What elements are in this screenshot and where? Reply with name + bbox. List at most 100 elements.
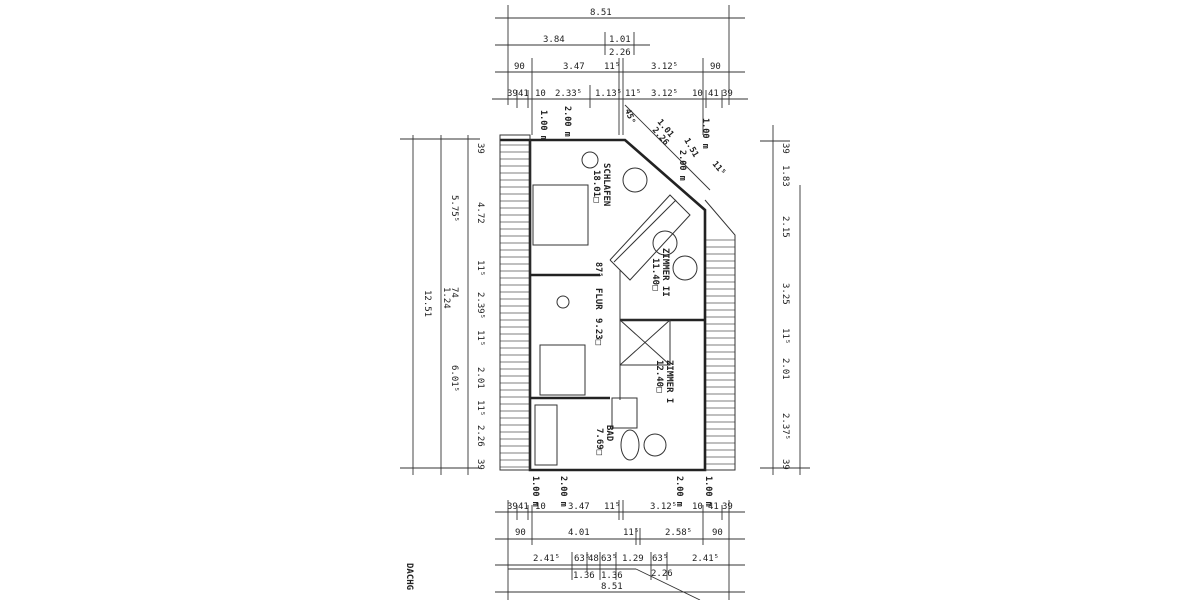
- dim-label: 11⁵: [604, 502, 620, 512]
- room-area: 18.01□: [591, 170, 601, 203]
- dim-label: 39: [722, 89, 733, 99]
- dim-label: 41: [708, 89, 719, 99]
- dim-label: 39: [507, 502, 518, 512]
- dim-label: 39: [780, 459, 790, 470]
- label: 11⁵: [710, 160, 728, 178]
- dim-label: 4.01: [568, 528, 590, 538]
- room-schlafen: SCHLAFEN 18.01□: [591, 163, 611, 206]
- room-bad: BAD 7.69□: [594, 425, 614, 456]
- dim-label: 63⁵: [601, 554, 617, 564]
- dim-label: 39: [507, 89, 518, 99]
- dim-label: 11⁵: [475, 400, 485, 416]
- right-dimension-chains: 39 1.83 2.15 3.25 11⁵ 2.01 2.37⁵ 39: [760, 125, 810, 475]
- label: 1.00 m: [700, 118, 710, 149]
- dim-label: 39: [475, 459, 485, 470]
- room-name: FLUR: [593, 288, 603, 310]
- dim-label: 11⁵: [780, 328, 790, 344]
- dim-label: 12.51: [422, 290, 432, 317]
- dim-label: 39: [475, 143, 485, 154]
- dim-label: 90: [710, 62, 721, 72]
- dim-label: 41: [518, 89, 529, 99]
- dim-label: 11⁵: [623, 528, 639, 538]
- roof-hatching: [500, 144, 735, 468]
- label: 2.00 m: [558, 476, 568, 507]
- room-zimmer-ii: ZIMMER II 11.40□: [650, 248, 670, 297]
- dim-label: 2.39⁵: [475, 292, 485, 319]
- room-name: BAD: [604, 425, 614, 442]
- dim-label: 3.12⁵: [651, 89, 678, 99]
- label: 2.00 m: [674, 476, 684, 507]
- dim-label: 11⁵: [475, 330, 485, 346]
- room-area: 7.69□: [594, 428, 604, 456]
- dim-label: 2.26: [609, 48, 631, 58]
- room-area: 12.40□: [654, 360, 664, 393]
- dim-label: 90: [515, 528, 526, 538]
- bottom-dimension-chains: 39 41 10 3.47 11⁵ 3.12⁵ 10 41 39 90 4.01…: [495, 500, 745, 600]
- dim-label: 1.13⁵: [595, 89, 622, 99]
- dim-label: 2.26: [651, 569, 673, 579]
- label: 1.00 m: [703, 476, 713, 507]
- dim-label: 2.26: [475, 425, 485, 447]
- dim-label: 10: [535, 89, 546, 99]
- dim-label: 39: [780, 143, 790, 154]
- dim-label: 1.83: [780, 165, 790, 187]
- dim-label: 4.72: [475, 202, 485, 224]
- dim-label: 39: [722, 502, 733, 512]
- dim-label: 2.33⁵: [555, 89, 582, 99]
- dim-label: 3.47: [563, 62, 585, 72]
- label: 1.00 m: [530, 476, 540, 507]
- dim-label: 2.37⁵: [780, 413, 790, 440]
- room-flur: FLUR 9.23□: [593, 288, 603, 346]
- dim-label: 90: [514, 62, 525, 72]
- room-name: ZIMMER I: [664, 360, 674, 403]
- dim-label: 48: [588, 554, 599, 564]
- dim-label: 41: [708, 502, 719, 512]
- dim-label: 3.47: [568, 502, 590, 512]
- bottom-annotations: 1.00 m 2.00 m 2.00 m 1.00 m: [530, 476, 713, 507]
- dim-label: 1.29: [622, 554, 644, 564]
- dim-label: 11⁵: [625, 89, 641, 99]
- dim-label: 3.84: [543, 35, 565, 45]
- walls: [499, 134, 736, 472]
- top-dimension-chains: 8.51 3.84 1.01 2.26 90 3.47 11⁵ 3.12⁵ 90…: [492, 5, 748, 135]
- dim-label: 5.75⁵: [449, 195, 459, 222]
- label: 45°: [622, 108, 637, 126]
- dim-label: 63⁵: [652, 554, 668, 564]
- room-area: 11.40□: [650, 258, 660, 291]
- dim-label: 8.51: [590, 8, 612, 18]
- dim-label: 3.25: [780, 283, 790, 305]
- label: 2.00 m: [562, 106, 572, 137]
- room-name: SCHLAFEN: [601, 163, 611, 206]
- dim-label: 2.58⁵: [665, 528, 692, 538]
- dim-label: 1.36: [601, 571, 623, 581]
- label: 2.00 m: [677, 150, 687, 181]
- dim-label: 2.15: [780, 216, 790, 238]
- dim-label: 11⁵: [475, 260, 485, 276]
- dim-label: 6.01⁵: [449, 365, 459, 392]
- dim-label: 2.01: [780, 358, 790, 380]
- room-labels: SCHLAFEN 18.01□ ZIMMER II 11.40□ FLUR 9.…: [591, 163, 674, 456]
- dim-label: 90: [712, 528, 723, 538]
- room-zimmer-i: ZIMMER I 12.40□: [654, 360, 674, 403]
- dim-label: 3.12⁵: [651, 62, 678, 72]
- dim-label: 2.41⁵: [692, 554, 719, 564]
- dim-label: 1.24: [441, 287, 451, 309]
- dim-label: 10: [692, 89, 703, 99]
- dim-label: 41: [518, 502, 529, 512]
- label: 87⁵: [593, 262, 603, 277]
- floor-title: DACHG: [404, 563, 414, 590]
- dim-label: 1.01: [609, 35, 631, 45]
- dim-label: 8.51: [601, 582, 623, 592]
- dim-label: 10: [692, 502, 703, 512]
- label: 1.00 m: [538, 110, 548, 141]
- room-name: ZIMMER II: [660, 248, 670, 297]
- left-dimension-chains: 12.51 5.75⁵ 74 1.24 6.01⁵ 39 4.72 11⁵ 2.…: [400, 135, 485, 475]
- dim-label: 2.41⁵: [533, 554, 560, 564]
- room-area: 9.23□: [593, 318, 603, 346]
- dim-label: 2.01: [475, 367, 485, 389]
- dim-label: 3.12⁵: [650, 502, 677, 512]
- dim-label: 63⁵: [574, 554, 590, 564]
- dim-label: 11⁵: [604, 62, 620, 72]
- dim-label: 1.36: [573, 571, 595, 581]
- dim-label: 74: [449, 287, 459, 298]
